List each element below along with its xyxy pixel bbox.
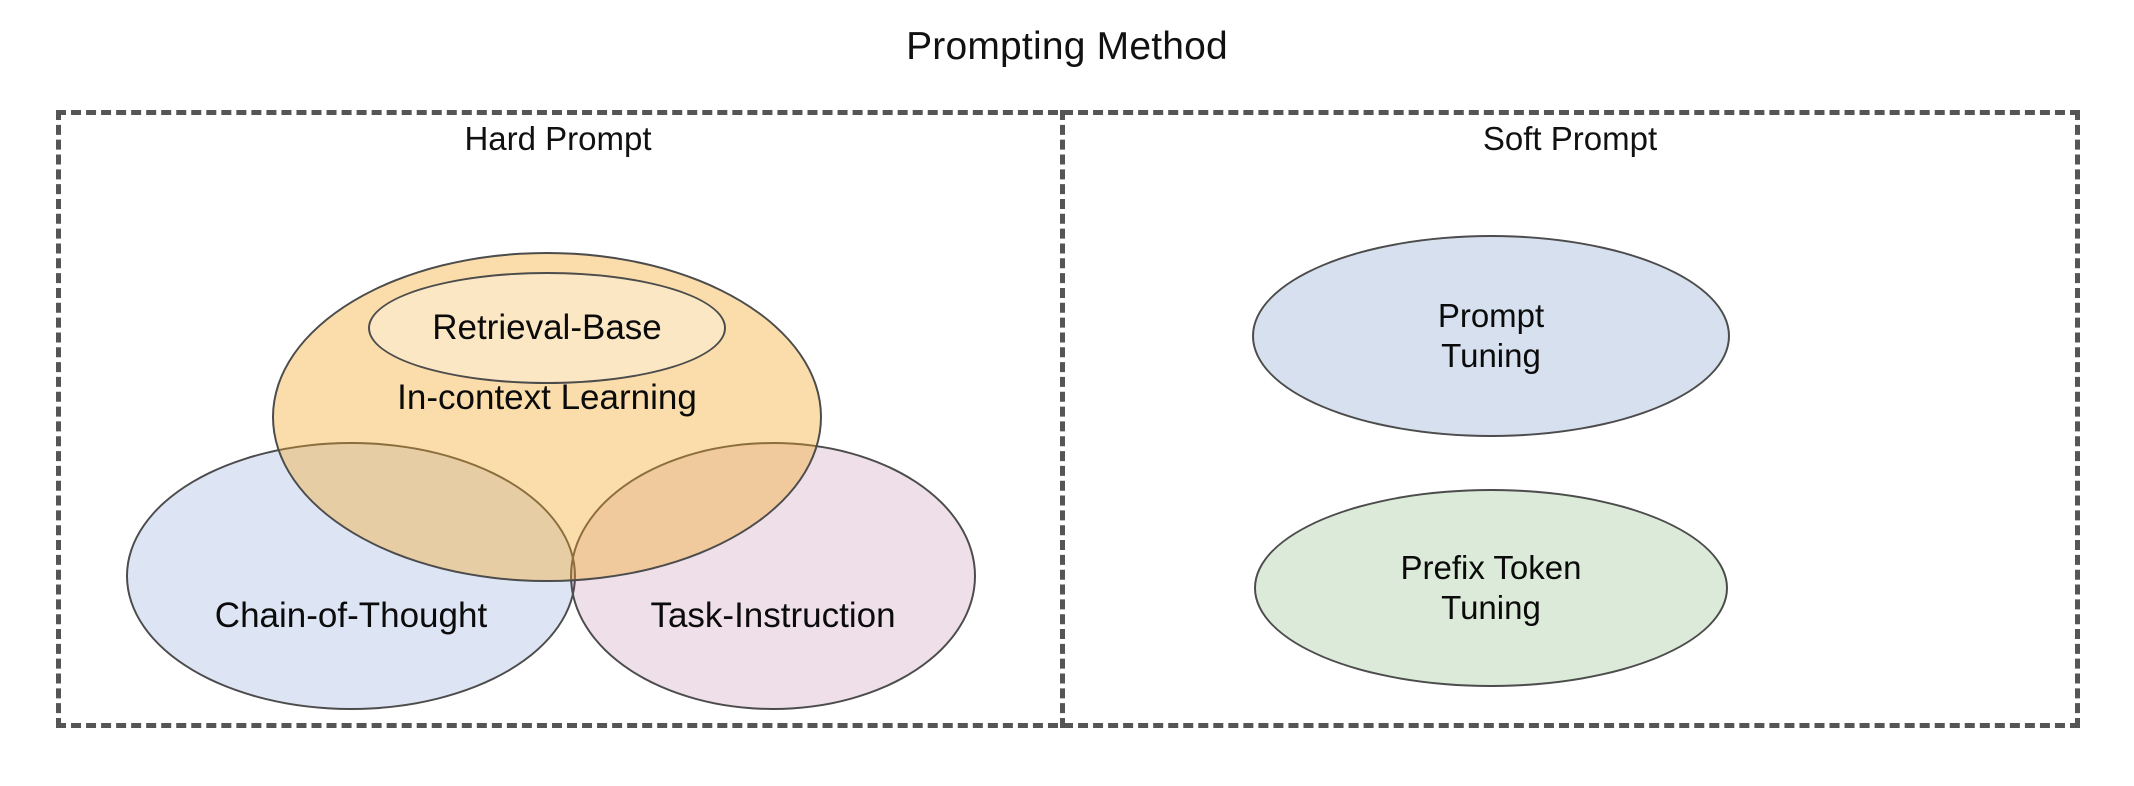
node-chain-of-thought-label: Chain-of-Thought [214, 596, 488, 635]
node-prefix-token-tuning-label: Prefix Token Tuning [1400, 549, 1582, 626]
node-prompt-tuning-label: Prompt Tuning [1437, 297, 1545, 374]
prompting-method-container [56, 110, 2080, 728]
node-in-context-learning-label: In-context Learning [397, 378, 697, 417]
node-retrieval-base-label: Retrieval-Base [432, 308, 662, 347]
panel-label-hard-prompt: Hard Prompt [464, 120, 652, 157]
panel-divider [1060, 110, 1065, 728]
panel-label-soft-prompt: Soft Prompt [1482, 120, 1658, 157]
node-prompt-tuning[interactable]: Prompt Tuning [1252, 235, 1730, 437]
diagram-title: Prompting Method [906, 25, 1228, 68]
node-retrieval-base[interactable]: Retrieval-Base [368, 272, 726, 384]
node-task-instruction-label: Task-Instruction [650, 596, 896, 635]
node-prefix-token-tuning[interactable]: Prefix Token Tuning [1254, 489, 1728, 687]
